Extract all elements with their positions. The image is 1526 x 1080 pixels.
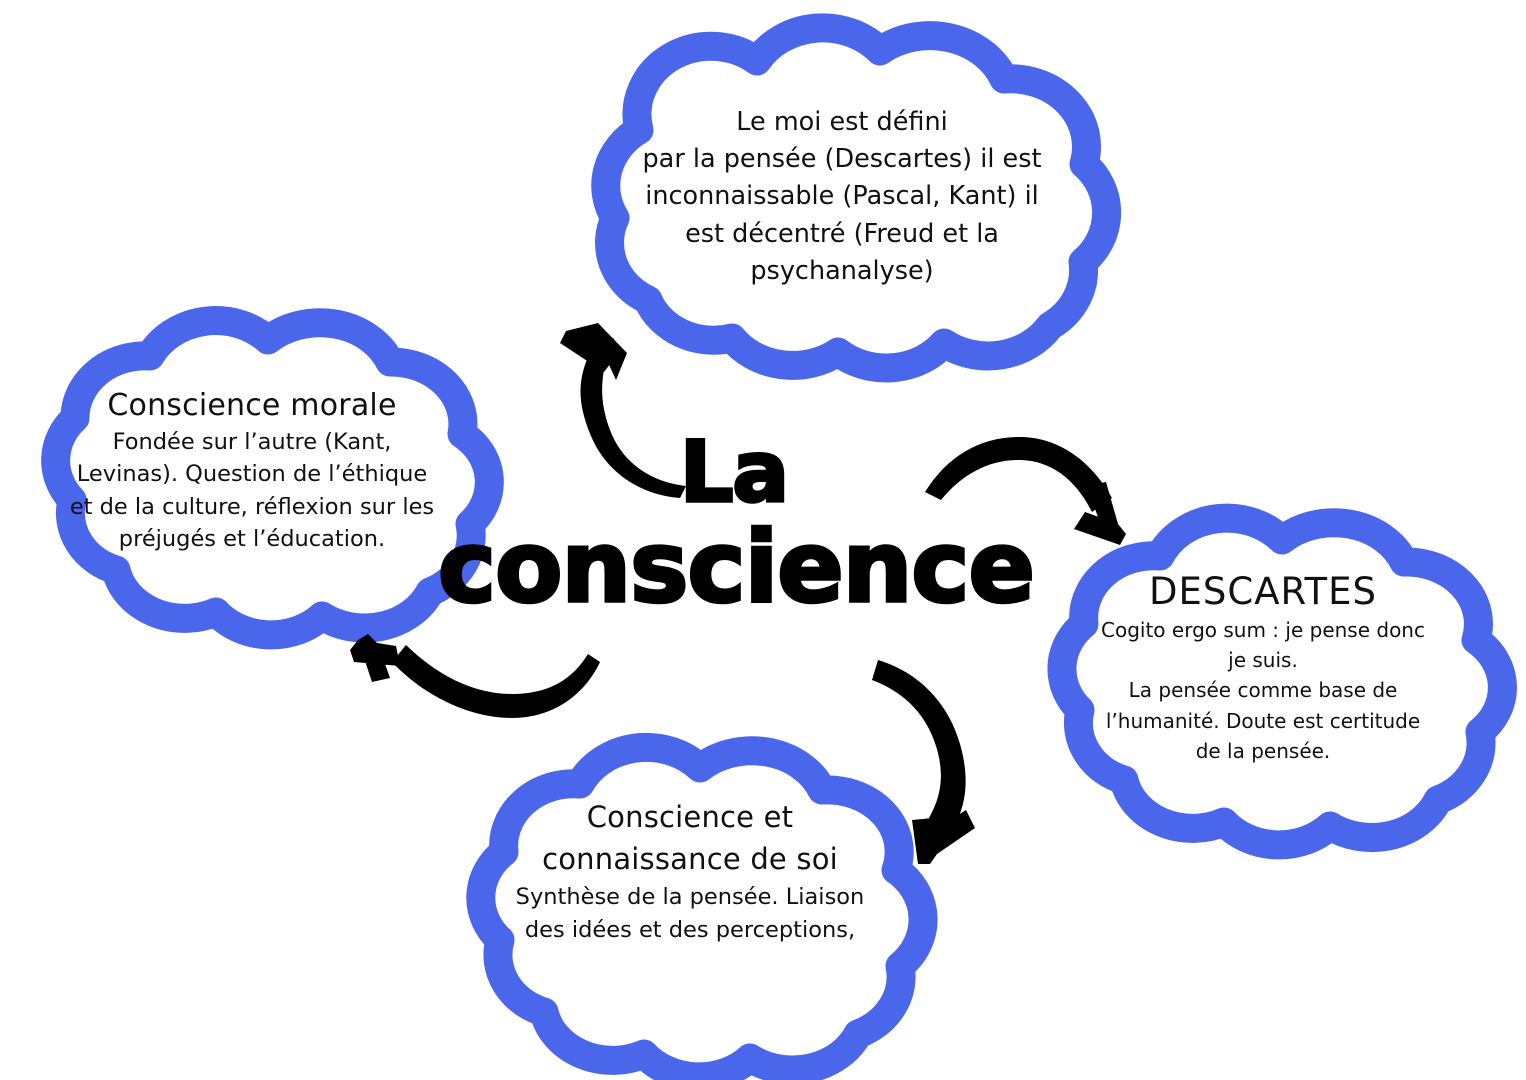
cloud-title-descartes: DESCARTES [1149,570,1377,613]
cloud-body-conscience-morale: Fondée sur l’autre (Kant, Levinas). Ques… [69,428,435,553]
center-title-line-2: conscience [436,511,1037,626]
cloud-text-descartes: DESCARTES Cogito ergo sum : je pense don… [1078,570,1448,767]
cloud-text-conscience-morale: Conscience morale Fondée sur l’autre (Ka… [54,388,450,556]
cloud-title-conscience-de-soi: Conscience et connaissance de soi [542,800,838,877]
center-title: La conscience [436,423,1037,626]
center-title-line-1: La [678,423,791,521]
arrow-to-left [350,634,600,718]
cloud-body-descartes: Cogito ergo sum : je pense donc je suis.… [1101,617,1425,764]
cloud-text-le-moi: Le moi est défini par la pensée (Descart… [636,104,1048,290]
cloud-text-conscience-de-soi: Conscience et connaissance de soi Synthè… [490,796,890,948]
cloud-body-le-moi: Le moi est défini par la pensée (Descart… [642,107,1042,286]
cloud-title-conscience-morale: Conscience morale [107,388,397,423]
cloud-body-conscience-de-soi: Synthèse de la pensée. Liaison des idées… [515,884,865,944]
